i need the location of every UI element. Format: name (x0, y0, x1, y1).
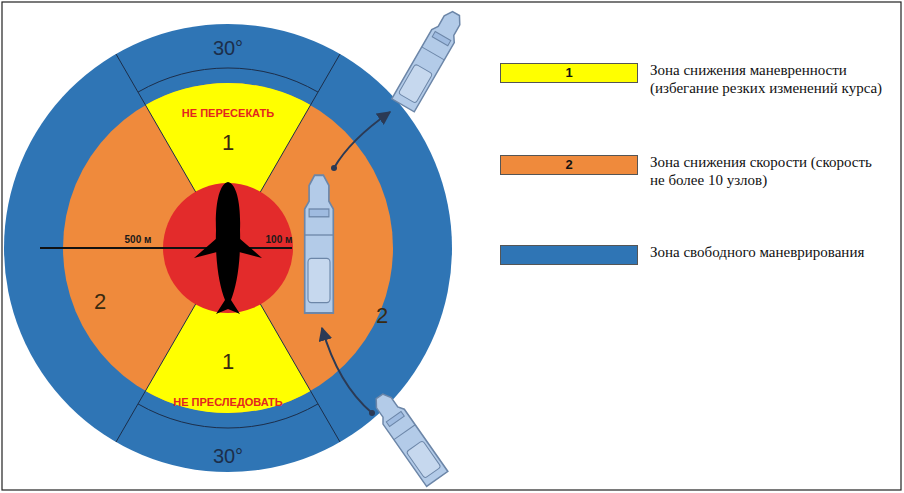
legend-number: 2 (565, 158, 572, 172)
legend-text: Зона снижения маневренности (избегание р… (650, 61, 885, 97)
legend-swatch (500, 245, 638, 265)
legend-text: Зона снижения скорости (скорость не боле… (650, 153, 885, 189)
zone-number: 1 (222, 131, 234, 155)
distance-label: 100 м (266, 234, 293, 245)
warning-text: НЕ ПРЕСЛЕДОВАТЬ (173, 396, 282, 408)
warning-text: НЕ ПЕРЕСЕКАТЬ (182, 107, 274, 119)
angle-label: 30° (213, 445, 243, 467)
zone-number: 2 (94, 290, 106, 314)
angle-label: 30° (213, 37, 243, 59)
distance-label: 500 м (125, 234, 152, 245)
zone-number: 2 (376, 304, 388, 328)
zone-number: 1 (222, 350, 234, 374)
legend-text: Зона свободного маневрирования (650, 243, 885, 261)
legend-number: 1 (565, 66, 572, 80)
